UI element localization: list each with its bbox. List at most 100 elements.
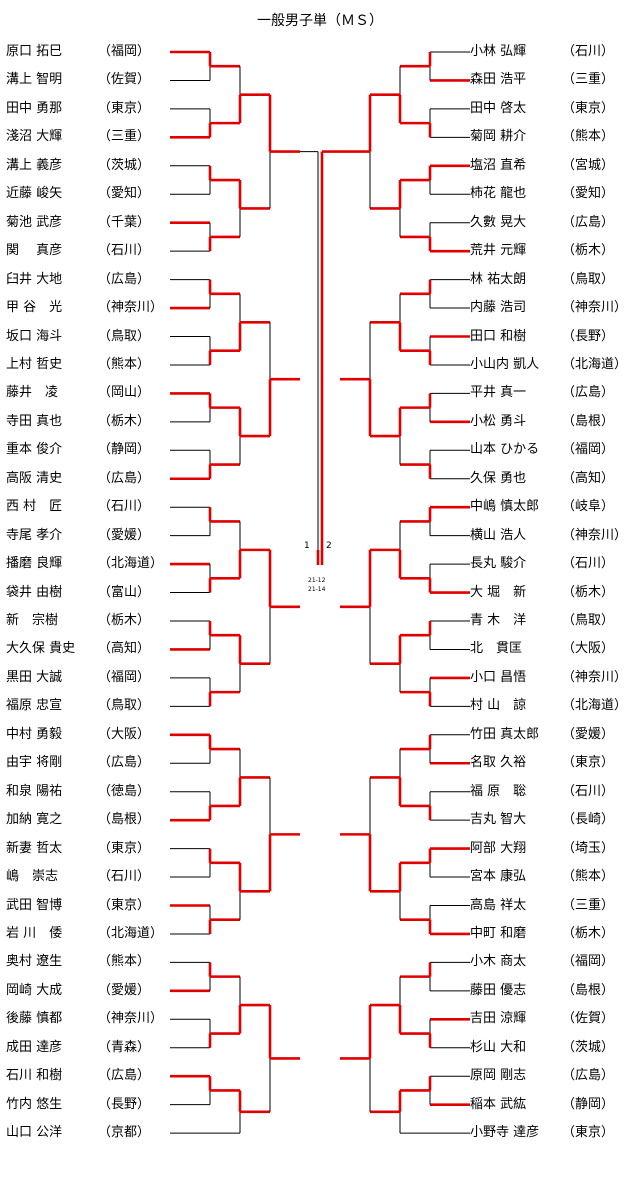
player-prefecture: （宮城） <box>562 157 615 173</box>
player-name: 横山 浩人 <box>470 527 527 543</box>
player-name: 田中 啓太 <box>470 100 527 116</box>
player-name: 内藤 浩司 <box>470 300 527 316</box>
player-name: 新 宗樹 <box>6 613 59 628</box>
player-name: 原口 拓巳 <box>6 44 63 59</box>
player-prefecture: （島根） <box>562 413 615 429</box>
player-name: 坂口 海斗 <box>6 328 63 344</box>
player-prefecture: （栃木） <box>562 243 615 259</box>
player-name: 高島 祥太 <box>470 897 527 913</box>
player-name: 山本 ひかる <box>470 442 540 458</box>
left-player-entry: 奥村 遼生 （熊本） <box>6 953 162 971</box>
right-player-entry: 小林 弘輝（石川） <box>470 43 630 61</box>
player-prefecture: （三重） <box>562 897 615 913</box>
player-prefecture: （徳島） <box>98 783 151 799</box>
right-player-entry: 菊岡 耕介（熊本） <box>470 128 630 146</box>
player-prefecture: （神奈川） <box>562 669 628 685</box>
left-player-entry: 寺田 真也 （栃木） <box>6 413 162 431</box>
player-prefecture: （静岡） <box>562 1096 615 1112</box>
player-name: 奥村 遼生 <box>6 954 63 970</box>
player-name: 稲本 武紘 <box>470 1096 527 1112</box>
player-prefecture: （熊本） <box>98 954 151 970</box>
left-player-entry: 後藤 慎都（神奈川） <box>6 1010 164 1028</box>
player-name: 寺尾 孝介 <box>6 527 63 543</box>
left-player-entry: 田中 勇那（東京） <box>6 100 162 118</box>
player-prefecture: （島根） <box>562 982 615 998</box>
right-player-entry: 田中 啓太（東京） <box>470 100 630 118</box>
player-prefecture: （鳥取） <box>562 271 615 287</box>
right-player-entry: 横山 浩人 （神奈川） <box>470 527 630 545</box>
right-player-entry: 長丸 駿介 （石川） <box>470 555 630 573</box>
player-name: 和泉 陽祐 <box>6 783 63 799</box>
final-right-score: 2 <box>326 541 332 551</box>
player-prefecture: （長崎） <box>562 812 615 828</box>
player-name: 長丸 駿介 <box>470 556 527 572</box>
left-player-entry: 坂口 海斗 （鳥取） <box>6 328 162 346</box>
player-prefecture: （茨城） <box>98 157 151 173</box>
player-name: 由宇 将剛 <box>6 755 63 771</box>
player-name: 嶋 崇志 <box>6 869 59 885</box>
player-name: 竹田 真太郎 <box>470 726 540 742</box>
player-prefecture: （東京） <box>98 100 151 116</box>
left-player-entry: 竹内 悠生（長野） <box>6 1096 162 1114</box>
player-name: 岩 川 倭 <box>6 925 63 941</box>
player-prefecture: （福岡） <box>562 442 615 458</box>
right-player-entry: 中嶋 慎太郎（岐阜） <box>470 498 630 516</box>
player-name: 寺田 真也 <box>6 413 63 429</box>
player-name: 甲 谷 光 <box>6 300 63 316</box>
player-name: 藤井 凌 <box>6 385 59 401</box>
final-game-score: 21-12 <box>308 577 326 584</box>
player-name: 塩沼 直希 <box>470 157 527 173</box>
player-name: 臼井 大地 <box>6 271 63 287</box>
player-name: 成田 達彦 <box>6 1039 63 1055</box>
player-name: 加納 寛之 <box>6 812 63 828</box>
player-name: 近藤 峻矢 <box>6 186 63 202</box>
right-player-entry: 小松 勇斗（島根） <box>470 413 630 431</box>
right-player-entry: 小野寺 達彦（東京） <box>470 1124 630 1142</box>
player-name: 溝上 智明 <box>6 72 63 88</box>
player-name: 福原 忠宣 <box>6 698 63 714</box>
player-prefecture: （京都） <box>98 1125 151 1141</box>
player-prefecture: （静岡） <box>98 442 151 458</box>
player-prefecture: （富山） <box>98 584 151 600</box>
player-prefecture: （鳥取） <box>98 328 151 344</box>
left-player-entry: 加納 寛之（島根） <box>6 811 162 829</box>
player-name: 中村 勇毅 <box>6 726 63 742</box>
right-player-entry: 原岡 剛志（広島） <box>470 1067 630 1085</box>
player-prefecture: （石川） <box>98 243 151 259</box>
player-prefecture: （大阪） <box>562 641 615 657</box>
player-name: 溝上 義彦 <box>6 157 63 173</box>
player-prefecture: （広島） <box>98 470 151 486</box>
left-player-entry: 新 宗樹（栃木） <box>6 612 162 630</box>
player-prefecture: （石川） <box>562 556 615 572</box>
right-player-entry: 高島 祥太 （三重） <box>470 897 630 915</box>
right-player-entry: 竹田 真太郎（愛媛） <box>470 726 630 744</box>
player-name: 大久保 貴史 <box>6 641 76 657</box>
player-prefecture: （北海道） <box>562 698 628 714</box>
player-name: 淺沼 大輝 <box>6 129 63 145</box>
player-prefecture: （埼玉） <box>562 840 615 856</box>
player-prefecture: （北海道） <box>562 356 628 372</box>
player-prefecture: （佐賀） <box>98 72 151 88</box>
player-prefecture: （石川） <box>562 783 615 799</box>
player-prefecture: （石川） <box>98 499 151 515</box>
player-name: 藤田 優志 <box>470 982 527 998</box>
left-player-entry: 石川 和樹（広島） <box>6 1067 162 1085</box>
player-prefecture: （岡山） <box>98 385 151 401</box>
player-prefecture: （大阪） <box>98 726 151 742</box>
player-prefecture: （神奈川） <box>562 527 628 543</box>
player-name: 森田 浩平 <box>470 72 527 88</box>
player-prefecture: （熊本） <box>98 356 151 372</box>
player-name: 黒田 大誠 <box>6 669 63 685</box>
left-player-entry: 高阪 清史（広島） <box>6 470 162 488</box>
left-player-entry: 中村 勇毅 （大阪） <box>6 726 162 744</box>
right-player-entry: 内藤 浩司（神奈川） <box>470 299 630 317</box>
player-prefecture: （神奈川） <box>98 1011 164 1027</box>
player-name: 小野寺 達彦 <box>470 1125 540 1141</box>
player-prefecture: （栃木） <box>98 413 151 429</box>
player-name: 小林 弘輝 <box>470 44 527 59</box>
left-player-entry: 寺尾 孝介（愛媛） <box>6 527 162 545</box>
right-player-entry: 久保 勇也（高知） <box>470 470 630 488</box>
right-player-entry: 小口 昌悟（神奈川） <box>470 669 630 687</box>
right-player-entry: 阿部 大翔（埼玉） <box>470 840 630 858</box>
player-name: 小木 商太 <box>470 954 527 970</box>
